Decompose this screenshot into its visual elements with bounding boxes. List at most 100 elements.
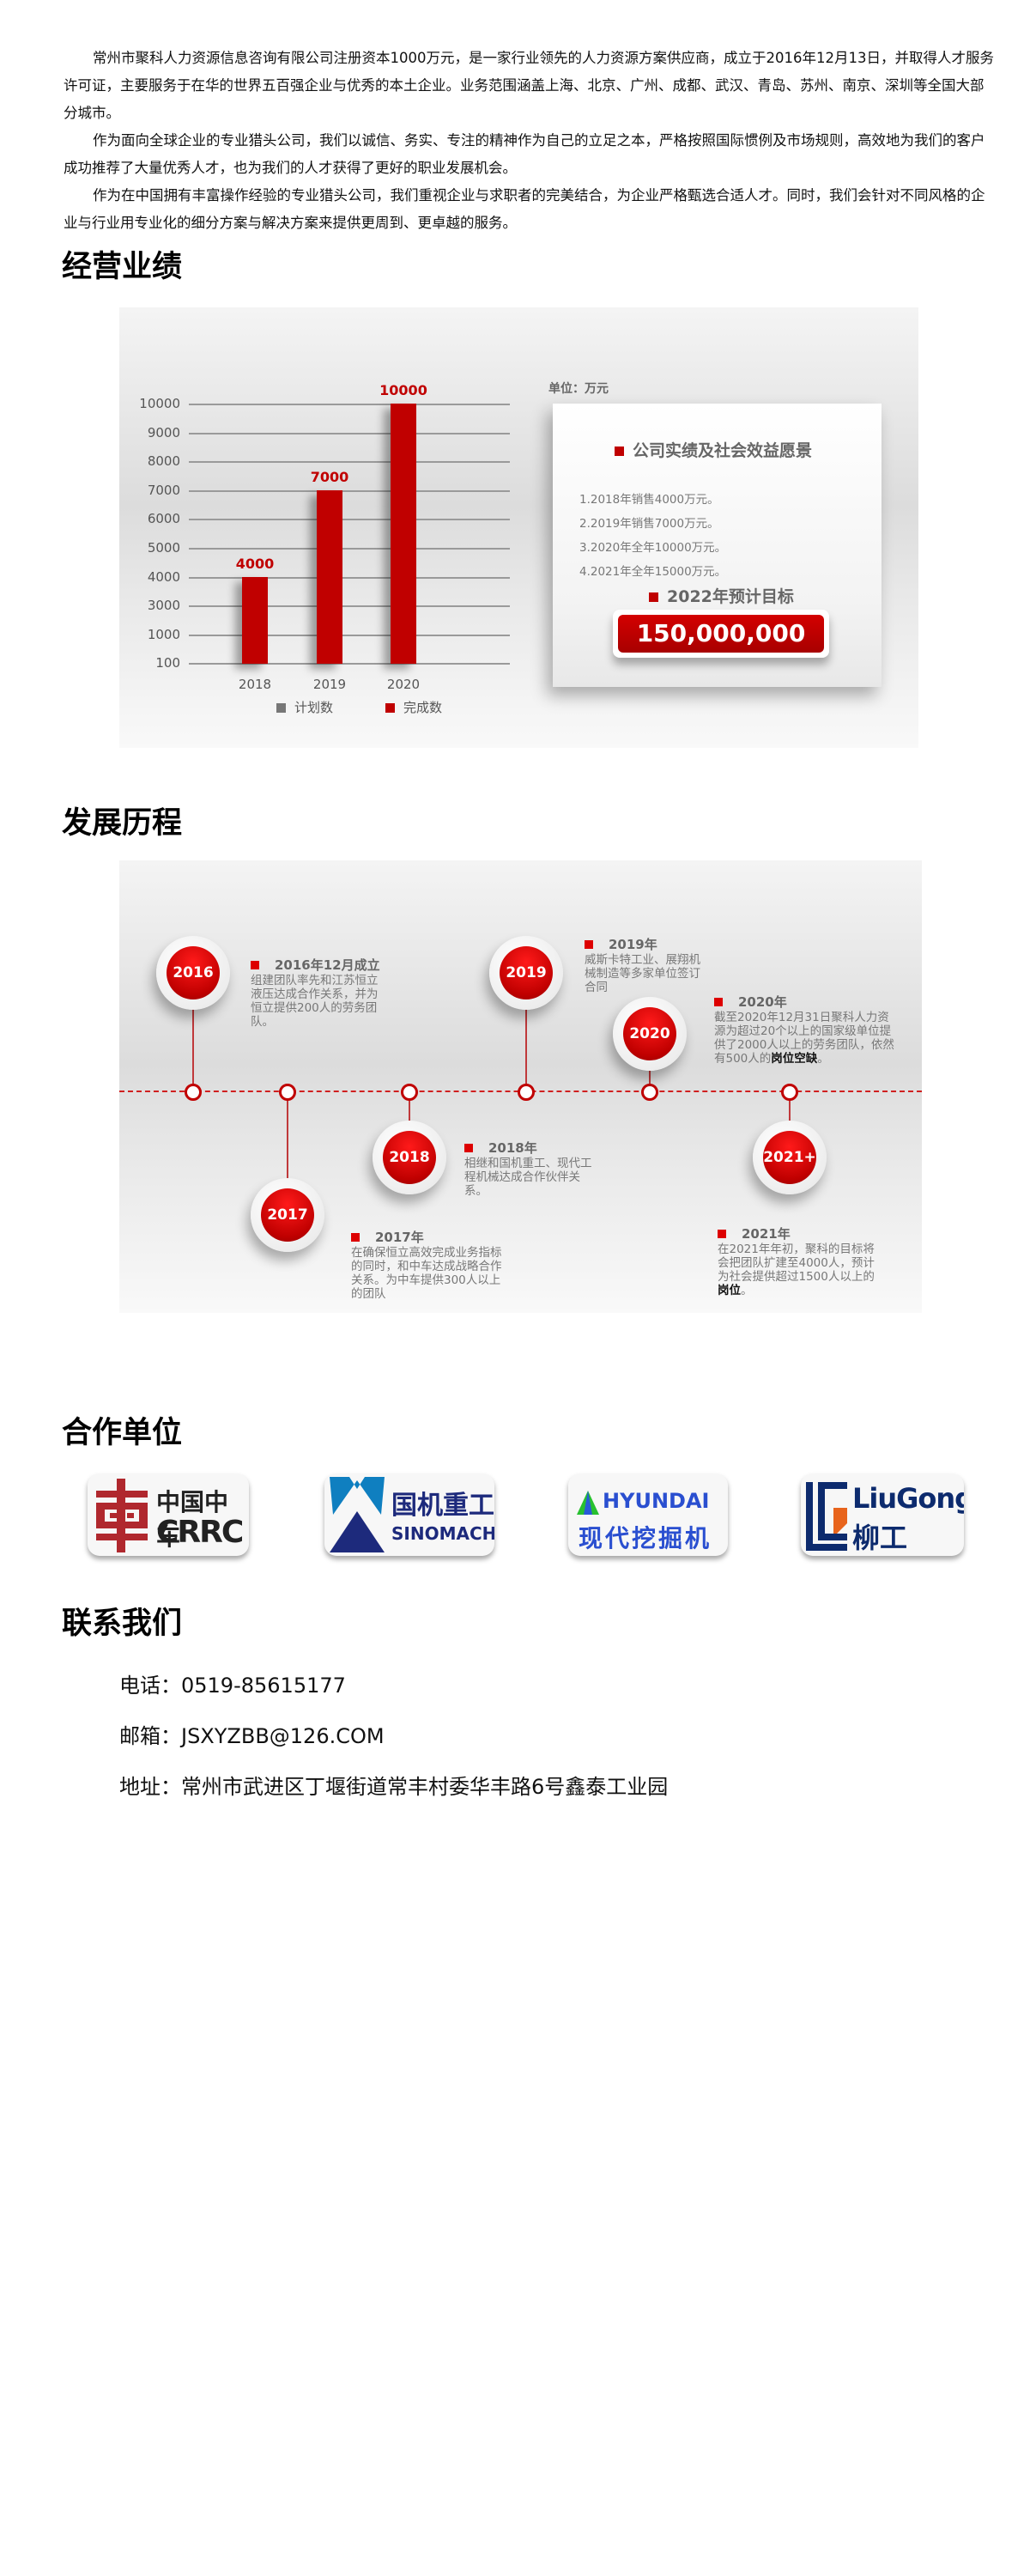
y-tick-label: 1000 <box>147 626 180 642</box>
legend-swatch <box>276 703 286 713</box>
timeline-node <box>185 1084 202 1101</box>
target-label-text: 2022年预计目标 <box>667 587 794 606</box>
bar-completed <box>391 404 416 665</box>
partner-en: SINOMACH <box>391 1523 494 1544</box>
legend-plan: 计划数 <box>276 698 333 716</box>
timeline-stem <box>525 973 527 1092</box>
event-title-text: 2021年 <box>742 1226 791 1242</box>
year-badge: 2019 <box>489 936 563 1010</box>
partner-cn: 国机重工 <box>391 1491 494 1521</box>
intro-paragraph: 作为在中国拥有丰富操作经验的专业猎头公司，我们重视企业与求职者的完美结合，为企业… <box>64 187 985 231</box>
event-highlight: 岗位 <box>718 1284 741 1297</box>
contact-email[interactable]: 邮箱：JSXYZBB@126.COM <box>119 1724 385 1748</box>
legend-label: 完成数 <box>403 700 443 715</box>
gridline <box>189 605 510 608</box>
event-title: 2018年 <box>464 1140 600 1157</box>
event-title-text: 2018年 <box>488 1140 537 1156</box>
x-tick-label: 2018 <box>238 677 272 693</box>
timeline-node <box>641 1084 658 1101</box>
bullet-icon <box>714 998 723 1006</box>
bar-completed <box>242 576 268 665</box>
partner-logo-crrc: 中国中车 CRRC <box>88 1473 249 1556</box>
event-title: 2021年 <box>718 1226 876 1242</box>
event-desc: 截至2020年12月31日聚科人力资源为超过20个以上的国家级单位提供了2000… <box>714 1011 894 1066</box>
event-tail: 。 <box>817 1052 829 1066</box>
timeline-node <box>518 1084 535 1101</box>
panel-items: 1.2018年销售4000万元。 2.2019年销售7000万元。 3.2020… <box>579 488 726 584</box>
bar-value-label: 4000 <box>235 555 275 572</box>
event-highlight: 岗位空缺 <box>771 1052 818 1066</box>
timeline-event: 2016年12月成立组建团队率先和江苏恒立液压达成合作关系，并为恒立提供200人… <box>251 957 381 1029</box>
bullet-icon <box>585 940 593 949</box>
timeline-event: 2017年在确保恒立高效完成业务指标的同时，和中车达成战略合作关系。为中车提供3… <box>351 1230 507 1301</box>
target-value: 150,000,000 <box>618 615 824 653</box>
panel-title: 公司实绩及社会效益愿景 <box>615 438 812 461</box>
timeline-node <box>401 1084 418 1101</box>
sinomach-emblem-icon <box>330 1477 385 1552</box>
liugong-emblem-icon <box>806 1482 847 1551</box>
year-badge-text: 2021+ <box>763 1131 816 1184</box>
intro-paragraph: 常州市聚科人力资源信息咨询有限公司注册资本1000万元，是一家行业领先的人力资源… <box>64 50 994 121</box>
bar-value-label: 10000 <box>379 382 427 398</box>
year-badge-text: 2020 <box>623 1007 676 1060</box>
partner-en: CRRC <box>156 1515 244 1550</box>
unit-label: 单位：万元 <box>548 382 609 396</box>
section-title-performance: 经营业绩 <box>62 250 183 284</box>
timeline-node <box>781 1084 798 1101</box>
bullet-icon <box>718 1230 726 1238</box>
company-intro: 常州市聚科人力资源信息咨询有限公司注册资本1000万元，是一家行业领先的人力资源… <box>64 45 996 237</box>
hyundai-triangle-icon <box>577 1491 599 1515</box>
panel-item: 2.2019年销售7000万元。 <box>579 517 719 531</box>
gridline <box>189 461 510 464</box>
event-title-text: 2016年12月成立 <box>275 957 380 973</box>
bullet-icon <box>464 1144 473 1152</box>
gridline <box>189 489 510 492</box>
gridline <box>189 634 510 636</box>
bullet-icon <box>351 1233 360 1242</box>
contact-phone: 电话：0519-85615177 <box>119 1674 346 1698</box>
year-badge: 2020 <box>613 997 687 1071</box>
legend-swatch <box>385 703 395 713</box>
timeline-stem <box>287 1092 288 1215</box>
year-badge: 2018 <box>373 1121 446 1194</box>
section-title-partners: 合作单位 <box>62 1416 183 1450</box>
year-badge-text: 2018 <box>383 1131 436 1184</box>
event-title: 2016年12月成立 <box>251 957 381 974</box>
y-tick-label: 7000 <box>147 482 180 498</box>
partner-logo-liugong: LiuGong 柳工 <box>801 1473 964 1556</box>
event-desc: 在2021年年初，聚科的目标将会把团队扩建至4000人，预计为社会提供超过150… <box>718 1242 875 1284</box>
event-title-text: 2017年 <box>375 1230 424 1245</box>
gridline <box>189 519 510 521</box>
target-label: 2022年预计目标 <box>649 584 794 607</box>
panel-item: 1.2018年销售4000万元。 <box>579 493 719 507</box>
panel-item: 4.2021年全年15000万元。 <box>579 565 727 579</box>
panel-title-text: 公司实绩及社会效益愿景 <box>633 441 813 460</box>
y-tick-label: 8000 <box>147 453 180 470</box>
y-tick-label: 3000 <box>147 598 180 614</box>
event-title: 2020年 <box>714 994 894 1011</box>
event-title-text: 2019年 <box>609 937 657 952</box>
event-desc: 威斯卡特工业、展翔机械制造等多家单位签订合同 <box>585 953 700 994</box>
event-desc: 组建团队率先和江苏恒立液压达成合作关系，并为恒立提供200人的劳务团队。 <box>251 974 379 1029</box>
timeline-event: 2021年在2021年年初，聚科的目标将会把团队扩建至4000人，预计为社会提供… <box>718 1226 876 1297</box>
year-badge-text: 2019 <box>500 946 553 999</box>
year-badge: 2017 <box>251 1178 324 1252</box>
x-tick-label: 2019 <box>312 677 347 693</box>
y-tick-label: 5000 <box>147 540 180 556</box>
legend-done: 完成数 <box>385 698 442 716</box>
timeline-event: 2019年威斯卡特工业、展翔机械制造等多家单位签订合同 <box>585 937 710 994</box>
partner-cn: 中国中车 <box>156 1488 229 1551</box>
gridline <box>189 432 510 434</box>
partner-cn: 现代挖掘机 <box>579 1524 712 1552</box>
y-tick-label: 10000 <box>139 396 180 411</box>
section-title-history: 发展历程 <box>62 806 183 841</box>
bullet-icon <box>251 961 259 969</box>
section-title-contact: 联系我们 <box>62 1607 183 1641</box>
x-tick-label: 2020 <box>386 677 421 693</box>
gridline <box>189 404 510 405</box>
partner-en: HYUNDAI <box>603 1489 710 1513</box>
y-tick-label: 9000 <box>147 424 180 440</box>
y-tick-label: 6000 <box>147 511 180 527</box>
